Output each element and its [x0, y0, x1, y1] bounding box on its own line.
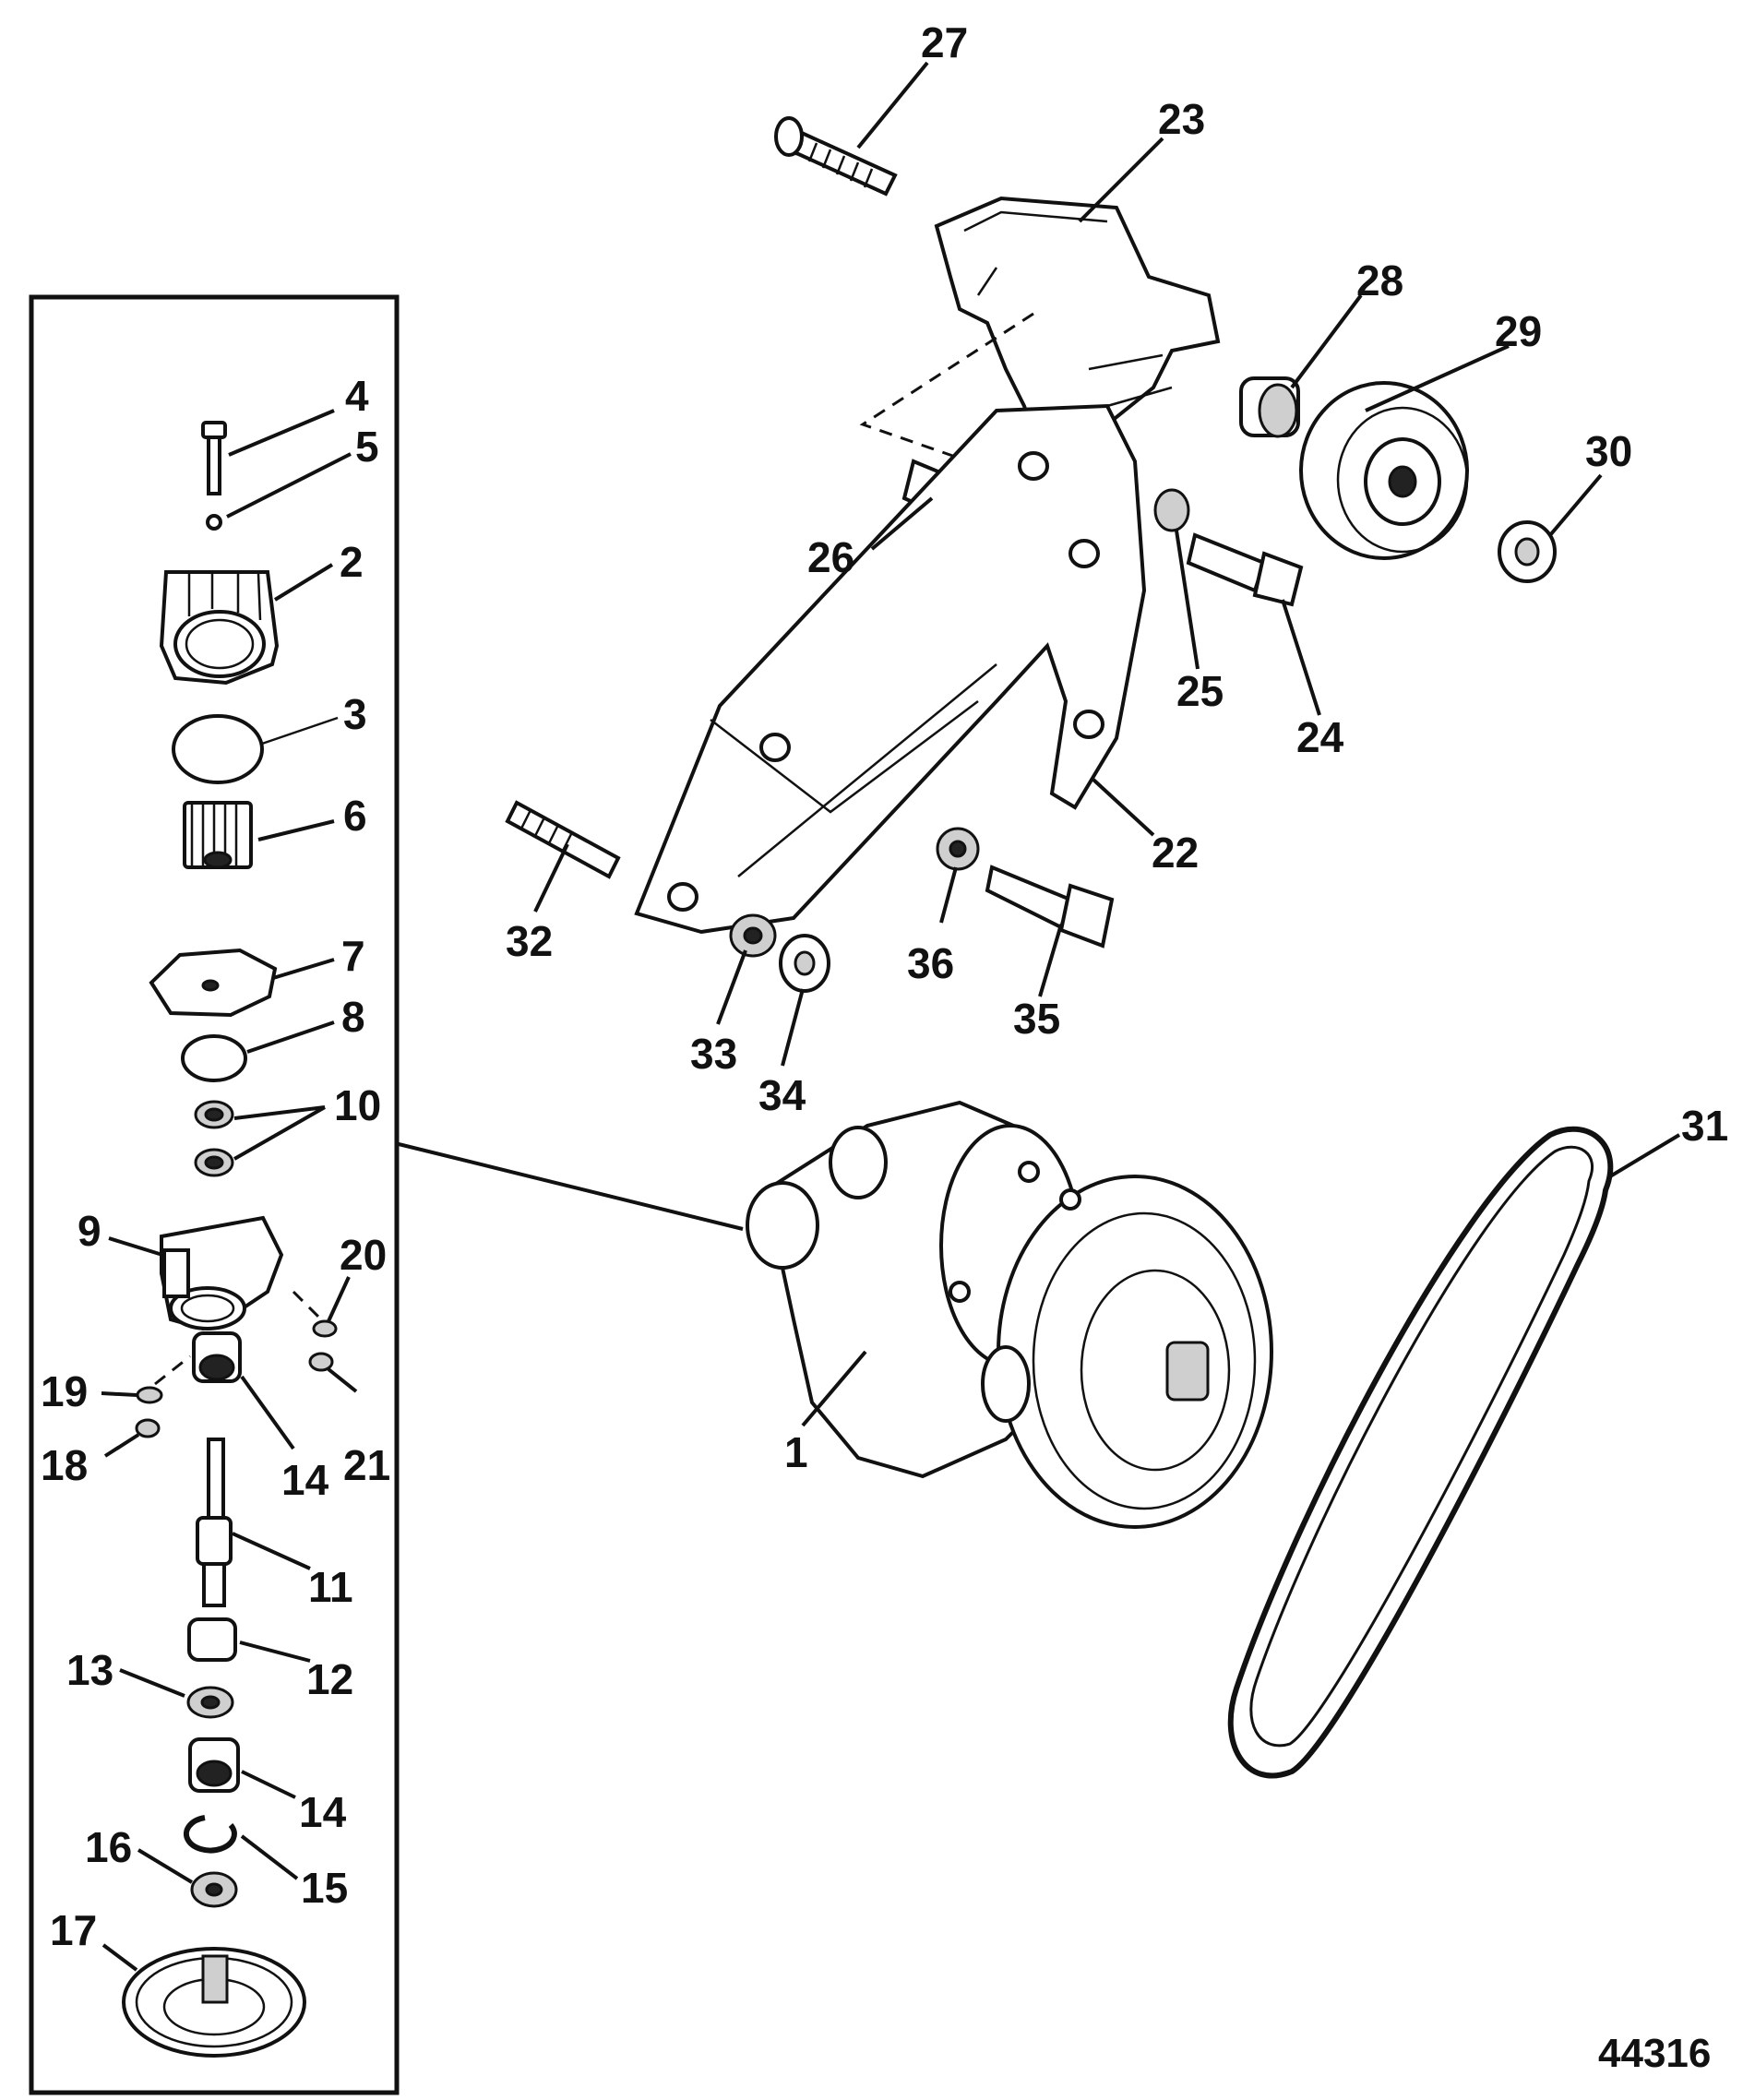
callout-9: 9 [78, 1207, 101, 1255]
part-3-o-ring [172, 714, 264, 784]
leader-lines [101, 61, 1681, 1972]
part-22-mounting-bracket [634, 403, 1147, 935]
callout-3: 3 [343, 690, 367, 738]
reference-number: 44316 [1598, 2031, 1711, 2076]
part-16-washer [190, 1871, 238, 1908]
part-5-washer [206, 514, 222, 531]
inset-connector-line [398, 1142, 744, 1231]
callout-7: 7 [341, 932, 365, 980]
part-34-nut [779, 934, 830, 993]
part-8-o-ring [181, 1034, 247, 1082]
callout-33: 33 [690, 1030, 737, 1078]
callout-32: 32 [506, 917, 553, 965]
callout-11: 11 [308, 1563, 353, 1611]
part-14-bearing-upper [192, 1331, 242, 1383]
callout-14-upper: 14 [281, 1456, 329, 1504]
part-15-snap-ring [183, 1815, 237, 1854]
part-11-shaft [196, 1438, 233, 1607]
callout-2: 2 [340, 538, 364, 586]
part-27-bolt [774, 116, 898, 197]
callout-34: 34 [758, 1071, 806, 1119]
pump-detail-inset-frame [29, 294, 400, 2095]
callout-18: 18 [41, 1441, 88, 1489]
part-13-washer [186, 1686, 234, 1719]
callout-20: 20 [340, 1231, 387, 1279]
callout-4: 4 [345, 372, 369, 420]
part-2-pump-cover [159, 570, 280, 686]
part-12-sleeve [187, 1617, 237, 1662]
callout-16: 16 [85, 1823, 132, 1871]
callout-14-lower: 14 [299, 1788, 347, 1836]
part-6-impeller [183, 801, 253, 869]
part-19-washer [136, 1386, 163, 1404]
part-18-nut [135, 1418, 161, 1438]
part-24-bolt [1186, 532, 1304, 607]
callout-labels: 27 23 28 29 30 26 25 24 22 32 36 35 33 3… [41, 18, 1728, 2076]
callout-17: 17 [50, 1906, 97, 1954]
callout-29: 29 [1495, 307, 1542, 355]
callout-27: 27 [921, 18, 968, 66]
part-36-washer [936, 827, 980, 871]
callout-1: 1 [784, 1428, 808, 1476]
callout-31: 31 [1681, 1102, 1728, 1150]
part-4-screw [201, 421, 227, 495]
callout-26: 26 [807, 533, 854, 581]
callout-5: 5 [355, 423, 379, 471]
callout-28: 28 [1356, 257, 1403, 304]
callout-36: 36 [907, 939, 954, 987]
part-9-pump-housing [160, 1215, 284, 1331]
part-29-idler-pulley [1299, 381, 1469, 560]
part-32-stud [505, 800, 621, 879]
part-10-seals [194, 1100, 234, 1177]
callout-6: 6 [343, 792, 367, 840]
callout-30: 30 [1585, 427, 1632, 475]
part-20-washer [312, 1319, 338, 1338]
part-17-pulley [122, 1947, 306, 2058]
part-1-seawater-pump-assembly [746, 1100, 1273, 1529]
callout-24: 24 [1296, 713, 1344, 761]
callout-22: 22 [1152, 829, 1199, 877]
callout-13: 13 [66, 1646, 113, 1694]
callout-12: 12 [306, 1655, 353, 1703]
part-33-washer [729, 913, 777, 958]
part-30-nut [1498, 520, 1557, 583]
callout-10: 10 [334, 1081, 381, 1129]
part-25-washer [1153, 488, 1190, 532]
callout-21: 21 [343, 1441, 390, 1489]
part-7-wear-plate [149, 948, 278, 1018]
part-14-bearing-lower [188, 1737, 240, 1793]
part-35-bolt [985, 865, 1115, 949]
part-21-nut [308, 1352, 334, 1372]
callout-23: 23 [1158, 95, 1205, 143]
part-31-drive-belt [1227, 1126, 1614, 1779]
callout-15: 15 [301, 1864, 348, 1912]
part-28-bushing [1239, 376, 1300, 438]
callout-25: 25 [1176, 667, 1224, 715]
callout-19: 19 [41, 1367, 88, 1415]
callout-35: 35 [1013, 995, 1060, 1043]
callout-8: 8 [341, 993, 365, 1041]
